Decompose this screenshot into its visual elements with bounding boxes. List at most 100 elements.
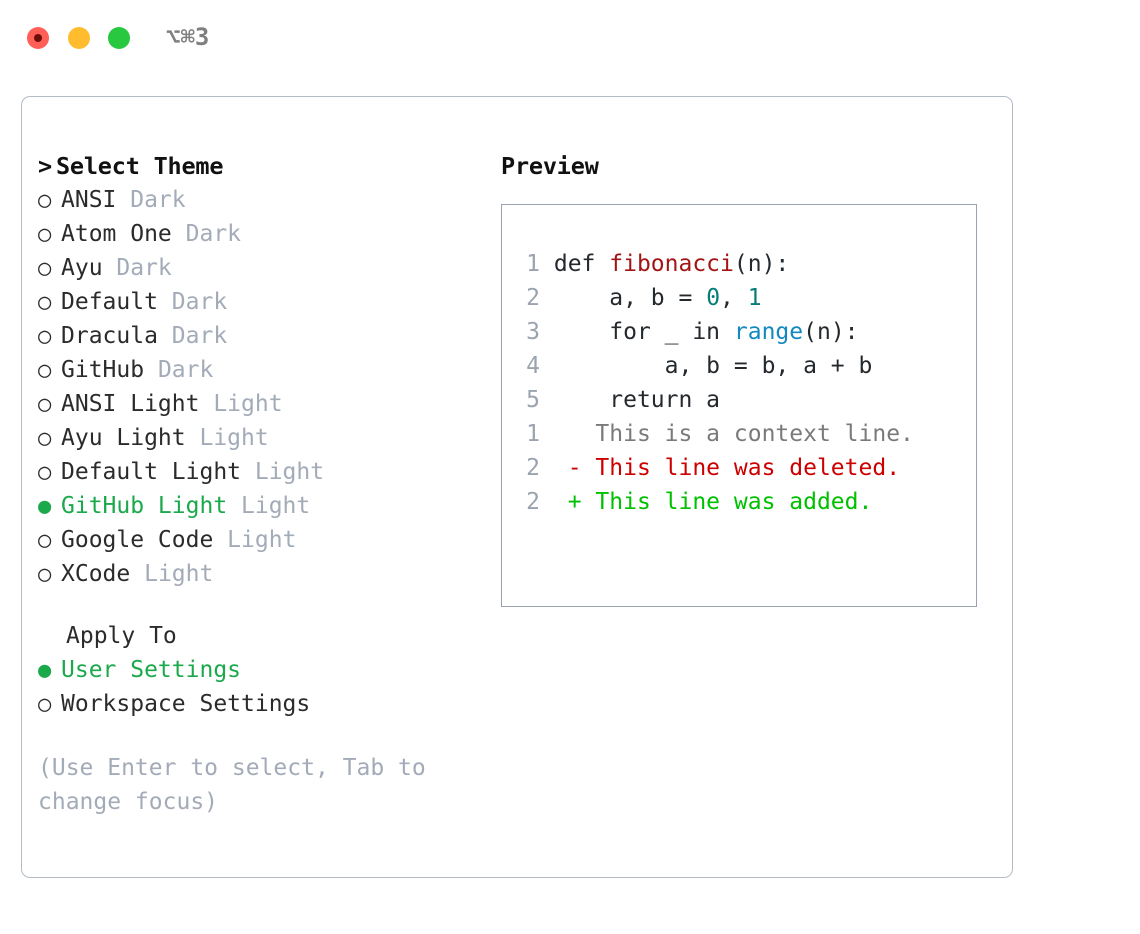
theme-name: Atom One bbox=[61, 221, 172, 247]
radio-unselected-icon: ○ bbox=[38, 358, 52, 383]
radio-unselected-icon: ○ bbox=[38, 528, 52, 553]
code-line: 2 a, b = 0, 1 bbox=[512, 281, 872, 315]
diff-text: This line was deleted. bbox=[581, 455, 901, 481]
code-line: 4 a, b = b, a + b bbox=[512, 349, 872, 383]
theme-name: Ayu Light bbox=[61, 425, 186, 451]
radio-unselected-icon: ○ bbox=[38, 460, 52, 485]
theme-name: GitHub bbox=[61, 357, 145, 383]
title-bar: ⌥⌘3 bbox=[0, 0, 1140, 78]
radio-selected-icon: ● bbox=[38, 494, 52, 519]
window-title: ⌥⌘3 bbox=[166, 23, 210, 51]
code-token: (n): bbox=[803, 319, 859, 345]
apply-to-option-label: User Settings bbox=[61, 657, 242, 683]
code-token: a, b = bbox=[553, 285, 707, 311]
radio-unselected-icon: ○ bbox=[38, 392, 52, 417]
theme-picker-panel: >Select Theme ○ANSI Dark○Atom One Dark○A… bbox=[21, 96, 1013, 878]
theme-kind-badge: Dark bbox=[171, 221, 242, 247]
theme-list-item[interactable]: ● GitHub Light Light bbox=[38, 489, 468, 523]
theme-list-item[interactable]: ○Ayu Dark bbox=[38, 251, 468, 285]
select-theme-heading: >Select Theme bbox=[38, 149, 468, 183]
theme-kind-badge: Light bbox=[241, 459, 325, 485]
theme-name: ANSI Light bbox=[61, 391, 200, 417]
code-token: a, b = b, a + b bbox=[553, 353, 873, 379]
line-number: 1 bbox=[526, 421, 540, 447]
theme-name: Google Code bbox=[61, 527, 214, 553]
theme-name: Default bbox=[61, 289, 158, 315]
code-token: return a bbox=[553, 387, 721, 413]
diff-text: This line was added. bbox=[581, 489, 873, 515]
minimize-window-button[interactable] bbox=[68, 27, 90, 49]
theme-list-item[interactable]: ○ Default Light Light bbox=[38, 455, 468, 489]
code-token: (n): bbox=[733, 251, 790, 277]
radio-unselected-icon: ○ bbox=[38, 290, 52, 315]
apply-to-option[interactable]: ● User Settings bbox=[38, 653, 468, 687]
close-icon bbox=[34, 34, 42, 42]
radio-selected-icon: ● bbox=[38, 658, 52, 683]
line-number: 1 bbox=[526, 251, 540, 277]
diff-marker bbox=[568, 421, 582, 447]
theme-list-item[interactable]: ○ Google Code Light bbox=[38, 523, 468, 557]
diff-sample: 1 This is a context line.2 - This line w… bbox=[512, 417, 914, 519]
theme-list-item[interactable]: ○Atom One Dark bbox=[38, 217, 468, 251]
apply-to-option-label: Workspace Settings bbox=[61, 691, 311, 717]
theme-kind-badge: Dark bbox=[157, 323, 228, 349]
radio-unselected-icon: ○ bbox=[38, 692, 52, 717]
caret-icon: > bbox=[38, 152, 52, 180]
theme-list: ○ANSI Dark○Atom One Dark○Ayu Dark○Defaul… bbox=[38, 183, 468, 591]
theme-kind-badge: Dark bbox=[144, 357, 214, 383]
select-theme-label: Select Theme bbox=[55, 152, 224, 180]
diff-marker: + bbox=[567, 489, 582, 515]
code-token: , bbox=[720, 285, 748, 311]
apply-to-heading: Apply To bbox=[66, 623, 177, 649]
keyboard-hint: (Use Enter to select, Tab to change focu… bbox=[38, 755, 440, 815]
radio-unselected-icon: ○ bbox=[38, 426, 52, 451]
radio-unselected-icon: ○ bbox=[38, 562, 52, 587]
theme-kind-badge: Light bbox=[185, 425, 269, 451]
diff-line: 2 - This line was deleted. bbox=[512, 451, 914, 485]
apply-to-options: ● User Settings ○ Workspace Settings bbox=[38, 653, 468, 721]
theme-list-item[interactable]: ○ANSI Dark bbox=[38, 183, 468, 217]
theme-name: XCode bbox=[61, 561, 131, 587]
diff-line: 2 + This line was added. bbox=[512, 485, 914, 519]
theme-name: GitHub Light bbox=[61, 493, 228, 519]
line-number: 4 bbox=[526, 353, 540, 379]
theme-list-item[interactable]: ○ ANSI Light Light bbox=[38, 387, 468, 421]
theme-list-item[interactable]: ○ Ayu Light Light bbox=[38, 421, 468, 455]
line-number: 3 bbox=[526, 319, 540, 345]
code-line: 1 def fibonacci(n): bbox=[512, 247, 872, 281]
theme-kind-badge: Light bbox=[213, 527, 297, 553]
theme-list-item[interactable]: ○ Default Dark bbox=[38, 285, 468, 319]
theme-kind-badge: Light bbox=[199, 391, 283, 417]
theme-kind-badge: Dark bbox=[102, 255, 172, 281]
theme-list-column: >Select Theme ○ANSI Dark○Atom One Dark○A… bbox=[38, 149, 468, 819]
theme-list-item[interactable]: ○ GitHub Dark bbox=[38, 353, 468, 387]
apply-to-section: Apply To ● User Settings ○ Workspace Settin… bbox=[38, 619, 468, 721]
theme-kind-badge: Light bbox=[227, 493, 311, 519]
line-number: 2 bbox=[526, 285, 540, 311]
theme-name: Ayu bbox=[61, 255, 103, 281]
code-token: 0 bbox=[706, 285, 721, 311]
code-token: 1 bbox=[747, 285, 762, 311]
maximize-window-button[interactable] bbox=[108, 27, 130, 49]
theme-list-item[interactable]: ○XCode Light bbox=[38, 557, 468, 591]
code-token: for _ in bbox=[553, 319, 734, 345]
line-number: 2 bbox=[526, 455, 540, 481]
diff-line: 1 This is a context line. bbox=[512, 417, 914, 451]
theme-kind-badge: Dark bbox=[157, 289, 228, 315]
theme-kind-badge: Dark bbox=[116, 187, 186, 213]
code-line: 3 for _ in range(n): bbox=[512, 315, 872, 349]
diff-text: This is a context line. bbox=[581, 421, 914, 447]
line-number: 2 bbox=[526, 489, 540, 515]
theme-name: Dracula bbox=[61, 323, 158, 349]
code-line: 5 return a bbox=[512, 383, 872, 417]
apply-to-option[interactable]: ○ Workspace Settings bbox=[38, 687, 468, 721]
diff-marker: - bbox=[567, 455, 582, 481]
line-number: 5 bbox=[526, 387, 540, 413]
preview-column: Preview 1 def fibonacci(n):2 a, b = 0, 1… bbox=[501, 149, 1001, 607]
code-token: fibonacci bbox=[609, 251, 734, 277]
theme-list-item[interactable]: ○Dracula Dark bbox=[38, 319, 468, 353]
theme-name: Default Light bbox=[61, 459, 242, 485]
